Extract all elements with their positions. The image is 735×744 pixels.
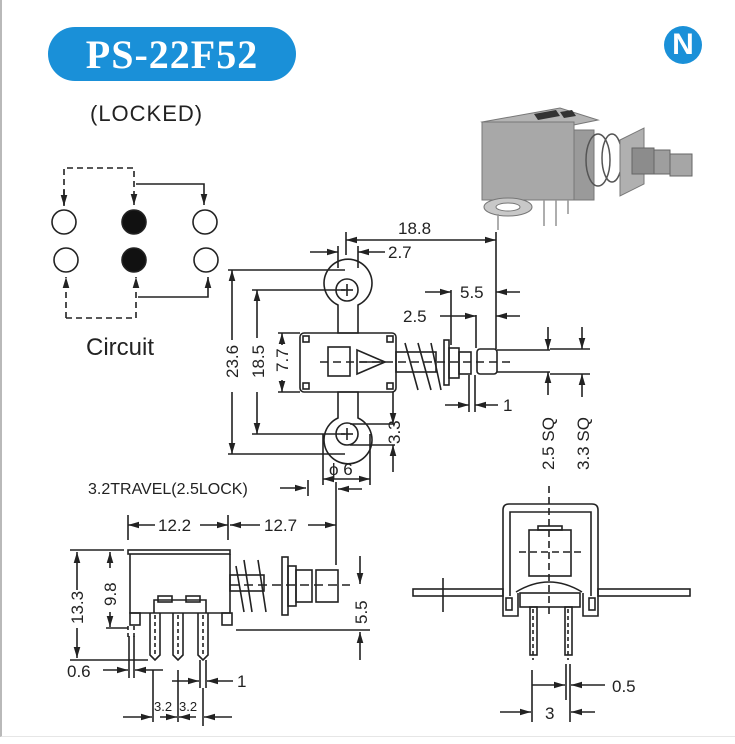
dim-knob-size-outer: 3.3 SQ [574, 417, 593, 470]
dim-pin-thickness: 0.5 [612, 677, 636, 696]
dim-tab-diameter: ϕ 6 [329, 460, 353, 479]
dim-body-width: 7.7 [273, 348, 292, 372]
circuit-terminal-open [193, 247, 219, 273]
model-title-badge: PS-22F52 [48, 27, 296, 81]
brand-logo: N [664, 26, 702, 64]
dim-travel-label: 3.2TRAVEL(2.5LOCK) [88, 481, 248, 498]
dim-stem-collar: 2.5 [403, 307, 427, 326]
brand-logo-letter: N [672, 28, 694, 61]
dim-height-total: 23.6 [223, 345, 242, 378]
top-view [228, 232, 590, 565]
dim-total-height: 13.3 [68, 591, 87, 624]
circuit-terminal-common [121, 247, 147, 273]
circuit-label: Circuit [86, 334, 154, 361]
dim-body-height: 9.8 [101, 582, 120, 606]
dim-pin-offset: 0.6 [67, 662, 91, 681]
dim-stem-step: 5.5 [460, 283, 484, 302]
model-title: PS-22F52 [85, 31, 259, 77]
circuit-terminal-common [121, 209, 147, 235]
circuit-terminal-open [192, 209, 218, 235]
circuit-diagram [51, 167, 219, 319]
dim-knob-size-inner: 2.5 SQ [539, 417, 558, 470]
dim-pin-width: 1 [237, 672, 246, 691]
side-view [70, 515, 370, 726]
dim-overall-length: 18.8 [398, 219, 431, 238]
product-photo [480, 107, 693, 230]
dim-stem-length: 12.7 [264, 516, 297, 535]
dim-stem-gap: 1 [503, 396, 512, 415]
locked-subtitle: (LOCKED) [90, 101, 204, 126]
dim-pin-pitch-a: 3.2 [154, 699, 172, 714]
dim-pin-pitch-b: 3.2 [179, 699, 197, 714]
dim-pin-pitch: 3 [545, 704, 554, 723]
circuit-terminal-open [53, 247, 79, 273]
dim-body-length: 12.2 [158, 516, 191, 535]
dim-hole-pitch: 18.5 [249, 345, 268, 378]
dim-tab-width: 2.7 [388, 243, 412, 262]
dim-tab-offset: 3.3 [385, 420, 404, 444]
front-view [412, 486, 691, 722]
dim-stem-height: 5.5 [352, 600, 371, 624]
circuit-terminal-open [51, 209, 77, 235]
